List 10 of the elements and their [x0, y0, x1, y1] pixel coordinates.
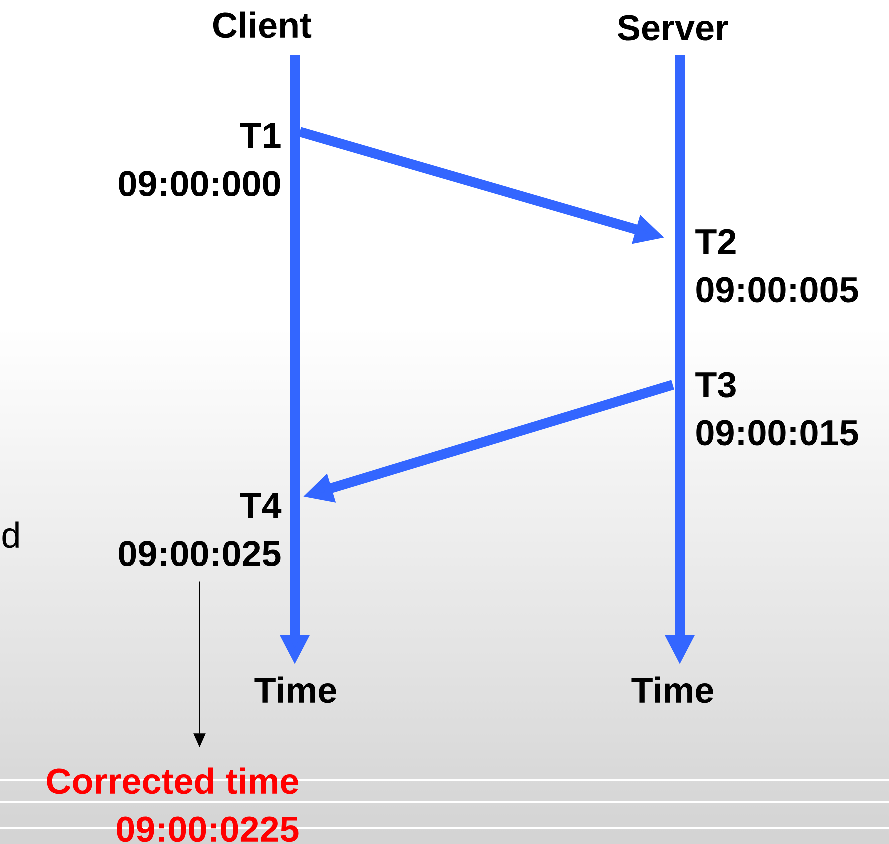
axis-label: Client — [213, 12, 312, 38]
time-label: T1 09:00:000 — [119, 123, 281, 197]
time-label: Corrected time 09:00:0225 — [47, 768, 299, 842]
axis-label: Server — [618, 15, 728, 41]
time-label: T4 09:00:025 — [119, 493, 282, 567]
axis-label: Time — [254, 676, 336, 704]
time-label: T2 09:00:005 — [696, 229, 858, 303]
time-label: T3 09:00:015 — [696, 372, 858, 446]
axis-label: d — [2, 522, 19, 548]
axis-label: Time — [632, 676, 714, 704]
